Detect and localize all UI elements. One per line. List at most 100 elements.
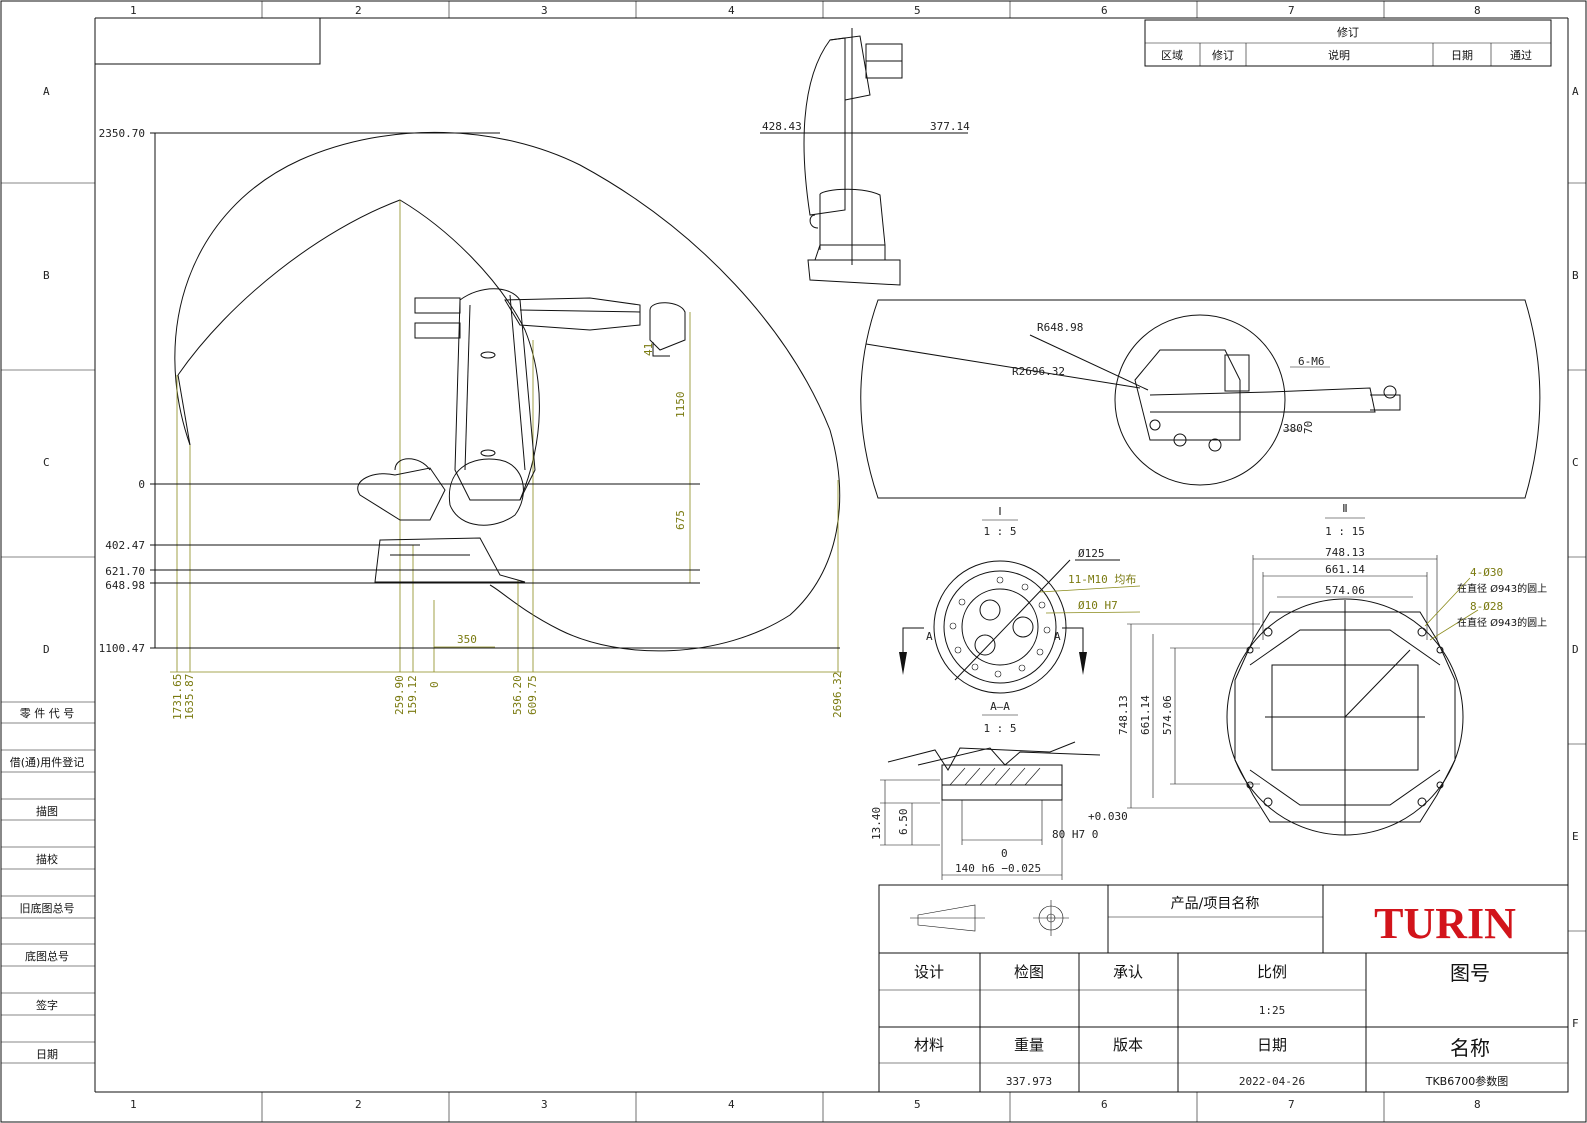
dim-label: 428.43 xyxy=(762,120,802,133)
dim-label: 661.14 xyxy=(1325,563,1365,576)
row-label: A xyxy=(1572,85,1579,98)
field-label: 设计 xyxy=(914,963,944,981)
row-label: F xyxy=(1572,1017,1579,1030)
level-label: 0 xyxy=(138,478,145,491)
weight-value: 337.973 xyxy=(1006,1075,1052,1088)
dim-label: R648.98 xyxy=(1037,321,1083,334)
detail-label: Ⅱ xyxy=(1342,502,1347,515)
x-dim-label: 0 xyxy=(428,681,441,688)
projection-symbol-icon xyxy=(910,900,1069,936)
section-detail: 13.40 6.50 +0.030 80 H7 0 0 140 h6 −0.02… xyxy=(870,741,1128,880)
company-logo: TURIN xyxy=(1374,899,1516,948)
row-label: C xyxy=(43,456,50,469)
dim-label: 377.14 xyxy=(930,120,970,133)
note-label: 在直径 Ø943的圆上 xyxy=(1457,582,1547,595)
dim-label: 0 xyxy=(1001,847,1008,860)
revision-header: 修订 xyxy=(1212,48,1234,62)
row-label: B xyxy=(1572,269,1579,282)
row-label: D xyxy=(1572,643,1579,656)
col-label: 3 xyxy=(541,4,548,17)
side-label: 描图 xyxy=(36,804,58,818)
col-label: 3 xyxy=(541,1098,548,1111)
section-label: A—A xyxy=(990,700,1010,713)
side-label: 描校 xyxy=(36,852,58,866)
section-mark: A xyxy=(1054,630,1061,643)
col-label: 2 xyxy=(355,4,362,17)
dim-label: 80 H7 0 xyxy=(1052,828,1098,841)
dim-label: 574.06 xyxy=(1161,695,1174,735)
x-dim-label: 259.90 xyxy=(393,675,406,715)
level-label: 2350.70 xyxy=(99,127,145,140)
bolt-holes xyxy=(949,576,1051,678)
dim-label: 675 xyxy=(674,510,687,530)
dim-label: 6-M6 xyxy=(1298,355,1325,368)
side-label: 旧底图总号 xyxy=(20,901,75,915)
dim-label: 6.50 xyxy=(897,809,910,836)
row-label: B xyxy=(43,269,50,282)
field-label: 版本 xyxy=(1113,1036,1143,1054)
col-label: 8 xyxy=(1474,4,1481,17)
product-label: 产品/项目名称 xyxy=(1171,896,1260,912)
x-dim-label: 1635.87 xyxy=(183,674,196,720)
detail-i: Ⅰ 1 : 5 Ø125 11-M10 均布 Ø10 H7 A A A—A xyxy=(899,505,1141,735)
detail-ii: Ⅱ 1 : 15 748.13 661.14 574.06 748.13 661… xyxy=(1117,502,1547,836)
side-label: 日期 xyxy=(36,1048,58,1061)
dim-label: 661.14 xyxy=(1139,695,1152,735)
x-dim-label: 536.20 xyxy=(511,675,524,715)
robot-front-icon xyxy=(803,28,903,286)
revision-table: 修订 区域 修订 说明 日期 通过 xyxy=(1144,19,1552,67)
col-label: 5 xyxy=(914,4,921,17)
note-label: 4-Ø30 xyxy=(1470,566,1503,579)
x-dim-label: 159.12 xyxy=(406,675,419,715)
robot-base-icon xyxy=(1226,598,1464,836)
field-label: 日期 xyxy=(1257,1036,1287,1054)
field-label: 承认 xyxy=(1113,963,1143,981)
level-label: 1100.47 xyxy=(99,642,145,655)
section-scale: 1 : 5 xyxy=(983,722,1016,735)
col-label: 1 xyxy=(130,4,137,17)
level-label: 621.70 xyxy=(105,565,145,578)
x-dim-label: 1731.65 xyxy=(171,674,184,720)
side-label: 底图总号 xyxy=(25,949,69,963)
dim-label: 11-M10 均布 xyxy=(1068,573,1136,586)
robot-top-icon xyxy=(1134,349,1401,452)
side-label: 签字 xyxy=(36,998,58,1012)
level-label: 402.47 xyxy=(105,539,145,552)
col-label: 4 xyxy=(728,1098,735,1111)
robot-side-icon xyxy=(357,288,686,583)
name-label: 名称 xyxy=(1450,1036,1490,1060)
front-view: 428.43 377.14 xyxy=(760,28,970,286)
field-label: 材料 xyxy=(914,1036,944,1054)
col-label: 5 xyxy=(914,1098,921,1111)
revision-header: 区域 xyxy=(1161,49,1183,62)
x-dim-label: 2696.32 xyxy=(831,672,844,718)
date-value: 2022-04-26 xyxy=(1239,1075,1305,1088)
detail-scale: 1 : 5 xyxy=(983,525,1016,538)
dim-label: 70 xyxy=(1302,421,1315,434)
dim-label: 140 h6 −0.025 xyxy=(955,862,1041,875)
section-mark: A xyxy=(926,630,933,643)
field-label: 检图 xyxy=(1014,963,1044,981)
note-label: 在直径 Ø943的圆上 xyxy=(1457,616,1547,629)
name-value: TKB6700参数图 xyxy=(1425,1074,1508,1088)
col-label: 1 xyxy=(130,1098,137,1111)
dim-label: 748.13 xyxy=(1325,546,1365,559)
dim-label: +0.030 xyxy=(1088,810,1128,823)
field-label: 比例 xyxy=(1257,963,1287,981)
dim-label: 350 xyxy=(457,633,477,646)
col-label: 8 xyxy=(1474,1098,1481,1111)
revision-header: 日期 xyxy=(1451,49,1473,62)
side-label: 借(通)用件登记 xyxy=(10,755,85,769)
detail-label: Ⅰ xyxy=(998,505,1001,518)
x-dim-label: 609.75 xyxy=(526,675,539,715)
col-label: 6 xyxy=(1101,4,1108,17)
dim-label: 41 xyxy=(642,343,655,356)
dim-label: Ø10 H7 xyxy=(1078,599,1118,612)
dim-label: 13.40 xyxy=(870,807,883,840)
row-label: E xyxy=(1572,830,1579,843)
title-block: 产品/项目名称 TURIN 图号 设计 检图 承认 比例 1:25 材料 重量 … xyxy=(878,884,1569,1093)
detail-scale: 1 : 15 xyxy=(1325,525,1365,538)
row-label: D xyxy=(43,643,50,656)
revision-title: 修订 xyxy=(1337,25,1359,39)
